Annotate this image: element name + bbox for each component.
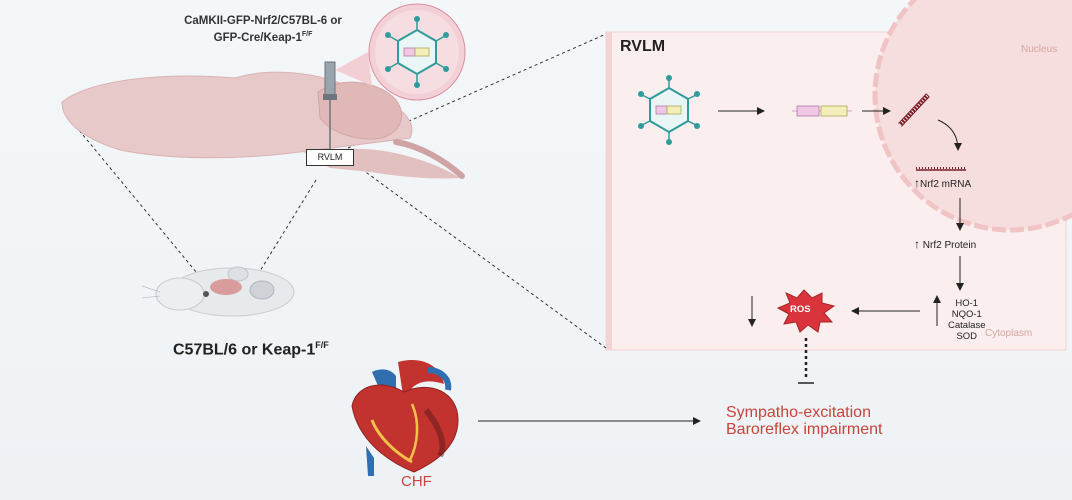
dna-construct-icon: [792, 105, 852, 117]
mrna-label: ↑Nrf2 mRNA: [914, 176, 971, 190]
up-arrow-icon: ↑: [914, 176, 920, 190]
nucleus-envelope: [872, 0, 1072, 233]
panel-title: RVLM: [620, 38, 666, 55]
vector-label-superscript: F/F: [301, 31, 313, 38]
projection-line-top: [347, 33, 607, 149]
heart-illustration: [351, 360, 459, 476]
nucleus-label: Nucleus: [1021, 44, 1058, 55]
arrow-curve-to-mrna: [937, 119, 962, 151]
mouse-illustration: [141, 266, 295, 317]
vector-label-line1: CaMKII-GFP-Nrf2/C57BL-6 or: [184, 15, 342, 27]
projection-line-bottom: [351, 161, 607, 349]
up-arrow-icon: ↑: [914, 237, 920, 251]
enzyme-nqo1: NQO-1: [951, 309, 982, 320]
mouse-line-left: [63, 111, 207, 285]
mouse-label-superscript: F/F: [315, 340, 329, 350]
mrna-icon: [916, 167, 966, 171]
mrna-text: Nrf2 mRNA: [920, 179, 972, 190]
enzyme-ho1: HO-1: [955, 298, 979, 309]
enzyme-catalase: Catalase: [948, 320, 986, 331]
outcome-line1: Sympatho-excitation: [726, 404, 871, 421]
aav-virus-icon-bubble: [385, 16, 449, 88]
chf-label: CHF: [401, 473, 432, 490]
mouse-label-main: C57BL/6 or Keap-1: [173, 341, 316, 359]
ros-burst: [776, 289, 836, 333]
vector-label: CaMKII-GFP-Nrf2/C57BL-6 or GFP-Cre/Keap-…: [178, 14, 348, 45]
protein-label: ↑ Nrf2 Protein: [914, 237, 976, 251]
aav-virus-icon-panel: [638, 75, 700, 145]
injection-needle: [323, 61, 337, 150]
enzyme-sod: SOD: [956, 331, 978, 342]
outcome-line2: Baroreflex impairment: [726, 421, 883, 438]
brain-illustration: [61, 71, 465, 179]
brain-rvlm-label: RVLM: [306, 149, 354, 166]
protein-text: Nrf2 Protein: [922, 240, 977, 251]
ros-label: ROS: [790, 304, 811, 315]
cytoplasm-label: Cytoplasm: [985, 328, 1033, 339]
mouse-line-right: [251, 179, 317, 285]
vector-label-line2: GFP-Cre/Keap-1: [213, 31, 302, 44]
rvlm-panel-left-edge: [606, 32, 612, 350]
nucleus-shape: [875, 0, 1072, 230]
mouse-label: C57BL/6 or Keap-1F/F: [173, 340, 329, 359]
enzyme-list: HO-1 NQO-1 Catalase SOD: [948, 298, 986, 342]
mrna-strand-icon: [898, 93, 930, 127]
